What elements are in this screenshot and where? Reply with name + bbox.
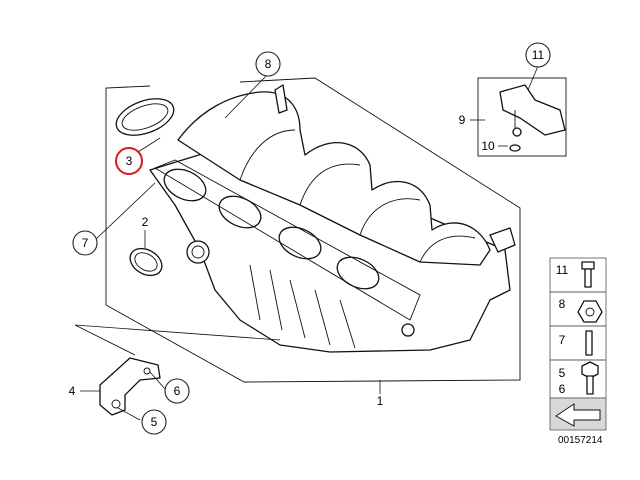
callout-10: 10 — [481, 139, 495, 153]
svg-text:7: 7 — [82, 236, 89, 250]
svg-text:4: 4 — [69, 384, 76, 398]
fastener-legend: 11 8 7 5 6 — [549, 257, 607, 431]
callout-7: 7 — [72, 230, 98, 256]
intake-manifold — [149, 84, 516, 353]
svg-text:2: 2 — [142, 215, 149, 229]
svg-text:9: 9 — [459, 113, 466, 127]
callout-9: 9 — [459, 113, 466, 127]
svg-text:11: 11 — [532, 48, 545, 62]
svg-text:3: 3 — [126, 154, 133, 168]
svg-text:1: 1 — [377, 394, 384, 408]
svg-text:5: 5 — [559, 366, 566, 380]
diagram-reference-number: 00157214 — [558, 435, 603, 446]
svg-text:6: 6 — [174, 384, 181, 398]
legend-item-11: 11 — [556, 261, 595, 288]
gasket-ring-3 — [115, 98, 175, 136]
arrow-icon — [555, 403, 601, 427]
callout-2: 2 — [142, 215, 149, 229]
leader-lines — [74, 65, 539, 421]
legend-item-7: 7 — [559, 330, 593, 356]
assembly-frame — [105, 77, 521, 383]
legend-item-8: 8 — [559, 297, 603, 323]
callout-3-highlighted: 3 — [115, 147, 143, 175]
svg-text:6: 6 — [559, 382, 566, 396]
callout-11: 11 — [525, 42, 551, 68]
callout-8: 8 — [255, 51, 281, 77]
svg-text:8: 8 — [559, 297, 566, 311]
svg-text:10: 10 — [481, 139, 495, 153]
svg-text:8: 8 — [265, 57, 272, 71]
bracket-4 — [99, 357, 161, 416]
gasket-ring-2 — [129, 247, 163, 277]
callout-1: 1 — [377, 394, 384, 408]
svg-text:5: 5 — [151, 415, 158, 429]
callout-5: 5 — [141, 409, 167, 435]
svg-text:11: 11 — [556, 263, 569, 277]
svg-text:7: 7 — [559, 333, 566, 347]
legend-item-5-6: 5 6 — [559, 361, 599, 396]
callout-4: 4 — [69, 384, 76, 398]
callout-6: 6 — [164, 378, 190, 404]
